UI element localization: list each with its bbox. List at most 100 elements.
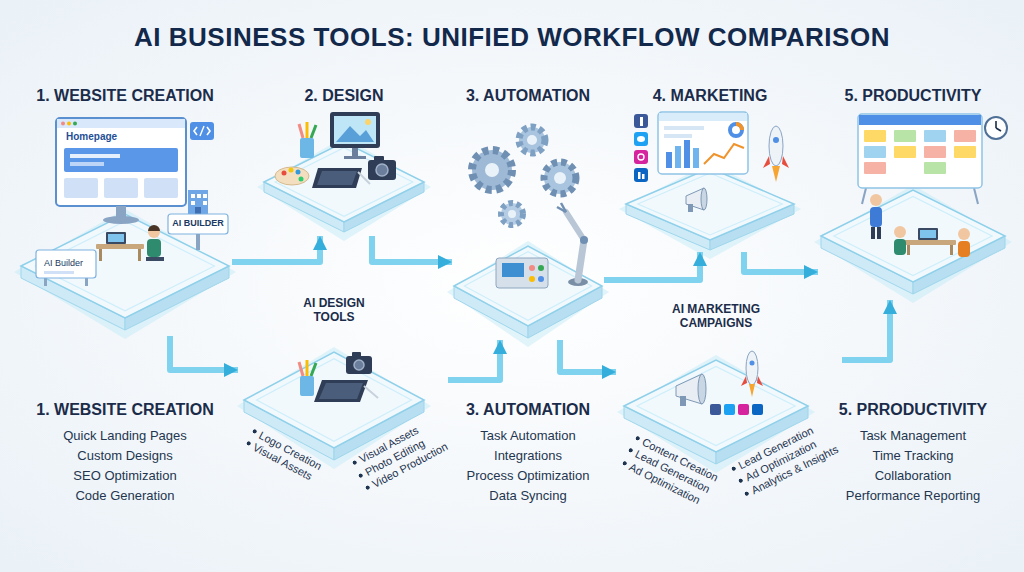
marketing-illustration — [638, 172, 641, 179]
website-illustration — [56, 118, 186, 206]
design-tools-illustration — [346, 356, 372, 374]
productivity-illustration — [858, 114, 982, 188]
marketing-illustration — [773, 137, 779, 143]
stage-heading: AI MARKETING CAMPAIGNS — [661, 302, 771, 330]
website-illustration — [99, 249, 102, 261]
automation-illustration — [472, 127, 588, 288]
marketing-illustration — [772, 166, 780, 182]
platform-shape — [637, 366, 795, 445]
campaign-illustration — [698, 374, 706, 404]
platform-shape — [454, 246, 602, 326]
productivity-illustration — [894, 239, 906, 255]
sign-text: AI Builder — [44, 258, 83, 269]
stage-platform: 4. MARKETING — [622, 86, 798, 252]
platform-shape — [619, 163, 801, 259]
marketing-illustration — [634, 132, 648, 146]
productivity-illustration — [950, 245, 953, 255]
design-illustration — [296, 170, 301, 175]
productivity-illustration — [924, 130, 946, 142]
automation-illustration — [527, 135, 537, 145]
website-illustration — [104, 178, 138, 198]
website-illustration — [195, 207, 201, 214]
platform-shape — [821, 190, 1005, 282]
marketing-illustration — [666, 152, 672, 168]
platform-shape — [238, 296, 448, 532]
feature-item: Task Automation — [428, 428, 628, 444]
design-illustration — [330, 112, 380, 148]
productivity-illustration — [904, 240, 956, 245]
design-illustration — [306, 122, 309, 138]
section-heading: 3. AUTOMATION — [428, 400, 628, 419]
marketing-illustration — [675, 146, 681, 168]
stage-heading: 3. AUTOMATION — [466, 86, 590, 105]
platform-shape — [913, 236, 1005, 294]
platform-shape — [710, 204, 794, 250]
website-illustration — [188, 190, 208, 214]
design-illustration — [376, 164, 388, 176]
design-tools-illustration — [364, 386, 378, 398]
platform-shape — [344, 182, 424, 232]
website-illustration — [196, 234, 200, 250]
tool-platform: AI DESIGN TOOLSLogo CreationVisual Asset… — [238, 296, 448, 532]
marketing-illustration — [642, 174, 645, 179]
automation-illustration — [529, 265, 535, 271]
platform-shape — [36, 221, 215, 310]
automation-illustration — [472, 150, 512, 190]
platform-shape — [257, 137, 431, 241]
platform-shape — [818, 86, 1008, 300]
design-illustration — [289, 168, 294, 173]
campaign-illustration — [676, 351, 763, 415]
campaign-illustration — [710, 404, 721, 415]
marketing-illustration — [701, 188, 707, 210]
automation-illustration — [554, 172, 566, 184]
marketing-illustration — [634, 168, 648, 182]
productivity-illustration — [858, 114, 1007, 257]
design-illustration — [317, 171, 357, 185]
flow-arrow — [232, 236, 320, 262]
design-illustration — [300, 138, 314, 158]
stage-heading: 1. WEBSITE CREATION — [36, 86, 214, 105]
platform-shape — [834, 196, 992, 275]
platform-shape — [452, 86, 604, 340]
marketing-illustration — [730, 124, 742, 136]
feature-item: Integrations — [428, 448, 628, 464]
flow-arrow — [842, 300, 890, 360]
design-tools-illustration — [306, 360, 309, 376]
productivity-illustration — [985, 117, 1007, 139]
website-illustration — [36, 118, 228, 286]
website-illustration — [146, 257, 164, 261]
design-illustration — [282, 171, 287, 176]
productivity-illustration — [894, 226, 906, 238]
website-illustration — [191, 194, 195, 198]
campaign-illustration — [757, 376, 763, 386]
platform-shape — [14, 209, 236, 339]
platform-shape — [464, 252, 591, 321]
website-illustration — [96, 244, 144, 249]
campaign-illustration — [724, 404, 735, 415]
section-heading: 1. WEBSITE CREATION — [25, 400, 225, 419]
platform-shape — [622, 86, 798, 252]
website-illustration — [144, 178, 178, 198]
stage-heading: 5. PRODUCTIVITY — [845, 86, 982, 105]
productivity-illustration — [864, 130, 886, 142]
platform-shape — [125, 266, 229, 330]
productivity-illustration — [894, 130, 916, 142]
design-illustration — [336, 126, 374, 142]
flow-arrow — [170, 336, 238, 370]
platform-shape — [626, 168, 794, 240]
website-illustration — [138, 249, 141, 261]
automation-illustration — [508, 210, 516, 218]
marketing-illustration — [638, 154, 644, 160]
flow-arrow — [372, 236, 452, 262]
campaign-illustration — [750, 361, 755, 366]
platform-shape — [447, 241, 609, 347]
productivity-illustration — [924, 146, 946, 158]
productivity-illustration — [877, 227, 881, 239]
design-illustration — [352, 148, 358, 156]
platform-shape — [626, 204, 710, 250]
productivity-illustration — [958, 228, 970, 240]
platform-shape — [264, 142, 424, 222]
marketing-illustration — [634, 150, 648, 164]
stage-platform: 2. DESIGN — [262, 86, 426, 236]
